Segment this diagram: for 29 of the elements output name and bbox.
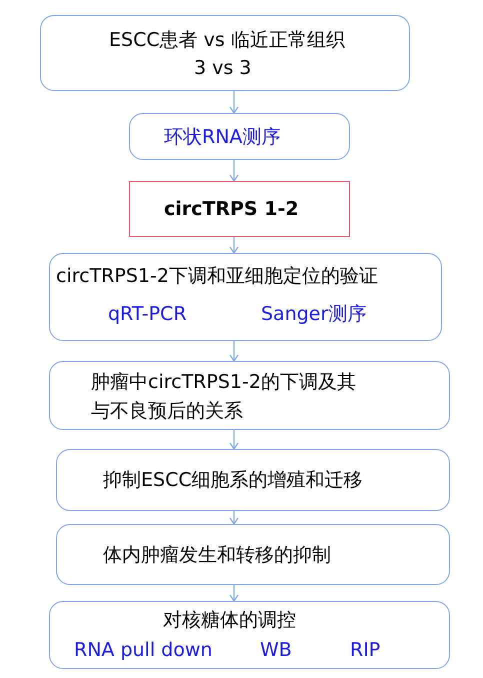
process-box [49, 253, 442, 341]
process-box [49, 601, 450, 669]
step-text: 肿瘤中circTRPS1-2的下调及其与不良预后的关系 [91, 370, 357, 424]
method-text: 3 vs 3 [194, 56, 252, 80]
step-text: 环状RNA测序 [164, 125, 280, 149]
arrow [229, 160, 239, 182]
step-text: 对核糖体的调控 [163, 608, 296, 632]
arrow [229, 585, 239, 602]
step-text: circTRPS1-2下调和亚细胞定位的验证 [56, 264, 378, 288]
method-text: RIP [350, 638, 380, 662]
method-text: RNA pull down [74, 638, 212, 662]
arrow [229, 511, 239, 525]
process-box [129, 113, 350, 160]
step-text: 抑制ESCC细胞系的增殖和迁移 [103, 468, 363, 492]
method-text: qRT-PCR [108, 302, 187, 326]
step-text: ESCC患者 vs 临近正常组织 [109, 28, 345, 52]
arrow [229, 341, 239, 362]
process-box [49, 361, 450, 430]
arrow [229, 430, 239, 450]
step-text: circTRPS 1-2 [164, 197, 299, 221]
step-text: 体内肿瘤发生和转移的抑制 [103, 543, 331, 567]
process-box [56, 524, 450, 585]
method-text: WB [260, 638, 292, 662]
process-box [56, 449, 450, 511]
arrow [229, 91, 239, 114]
process-box [40, 15, 410, 91]
arrow [229, 237, 239, 254]
highlight-box [129, 181, 350, 237]
method-text: Sanger测序 [261, 302, 366, 326]
